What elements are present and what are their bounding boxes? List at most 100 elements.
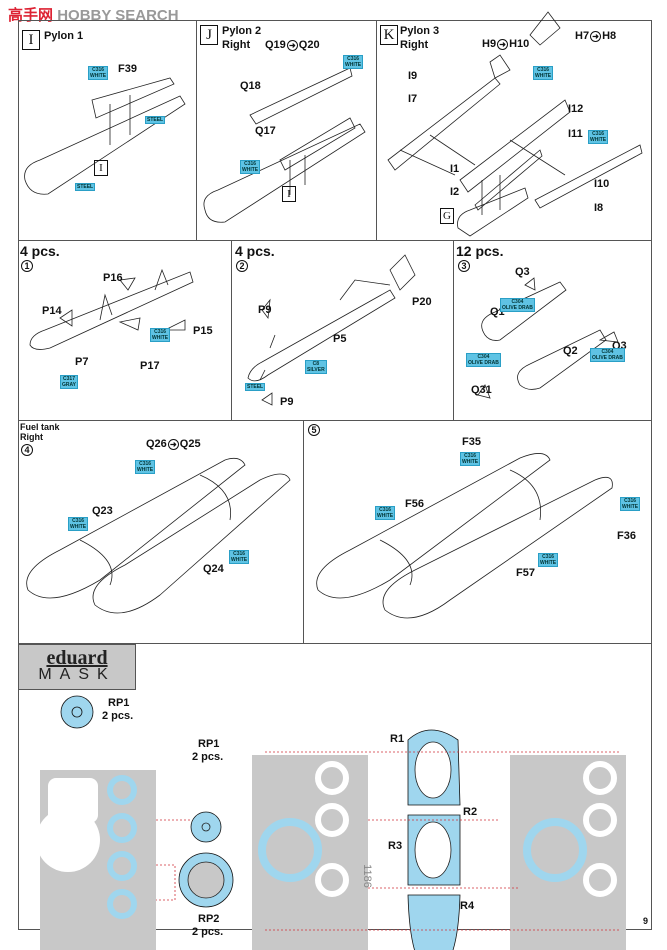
divider <box>303 420 304 643</box>
sub-assembly-letter: G <box>440 208 454 224</box>
mask-r4-label: R4 <box>460 900 475 912</box>
paint-callout-white: C316 WHITE <box>135 460 156 474</box>
paint-callout-white: C316 WHITE <box>150 328 171 342</box>
step2-number: 2 <box>236 260 248 272</box>
part-p17: P17 <box>140 360 160 372</box>
paint-callout-olive: C304 OLIVE DRAB <box>466 353 501 367</box>
part-f39: F39 <box>118 63 137 75</box>
part-p9: P9 <box>280 396 294 408</box>
mask-rp1-qty: 2 pcs. <box>192 751 224 763</box>
sub-assembly-letter: I <box>94 160 108 176</box>
paint-callout-white: C316 WHITE <box>229 550 250 564</box>
paint-callout-olive: C304 OLIVE DRAB <box>590 348 625 362</box>
fuel-tank-5-drawing <box>316 453 613 619</box>
paint-callout-white: C316 WHITE <box>68 517 89 531</box>
part-i8: I8 <box>594 202 604 214</box>
fuel-tank-right-drawing <box>26 457 291 614</box>
mask-rp1-label: RP1 <box>198 738 220 750</box>
part-q23: Q23 <box>92 505 113 517</box>
wheel-masks <box>60 695 234 908</box>
pylon3-drawing <box>387 11 643 237</box>
sub-assembly-letter: I <box>282 186 296 202</box>
missile-p7-drawing <box>29 268 194 350</box>
step2-count: 4 pcs. <box>235 243 275 259</box>
part-h9-h10: H9➜H10 <box>482 38 530 50</box>
part-q19-q20: Q19➜Q20 <box>265 39 320 51</box>
part-p16: P16 <box>103 272 123 284</box>
divider <box>376 20 377 240</box>
paint-callout-steel: STEEL <box>245 383 266 391</box>
part-p14: P14 <box>42 305 62 317</box>
pylon3-title: Pylon 3 <box>400 25 440 37</box>
canopy-mask <box>407 729 461 950</box>
part-i11: I11 <box>568 128 583 140</box>
mask-r3-label: R3 <box>388 840 403 852</box>
part-f56: F56 <box>405 498 424 510</box>
watermark: 高手网 HOBBY SEARCH <box>8 7 179 24</box>
step3-count: 12 pcs. <box>456 243 504 259</box>
pylon3-side: Right <box>400 39 429 51</box>
mirror-arrow-icon: ➜ <box>167 438 179 450</box>
pylon1-drawing <box>24 77 186 195</box>
paint-callout-silver: C8 SILVER <box>305 360 327 374</box>
divider <box>18 240 652 241</box>
mask-rp1-label: RP1 <box>108 697 130 709</box>
part-i9: I9 <box>408 70 418 82</box>
part-p5: P5 <box>333 333 347 345</box>
page-number: 9 <box>643 916 649 926</box>
mirror-arrow-icon: ➜ <box>497 38 509 50</box>
pylon2-side: Right <box>222 39 251 51</box>
part-i1: I1 <box>450 163 460 175</box>
part-p20: P20 <box>412 296 432 308</box>
part-q26-q25: Q26➜Q25 <box>146 438 201 450</box>
mirror-arrow-icon: ➜ <box>286 39 298 51</box>
paint-callout-white: C316 WHITE <box>588 130 609 144</box>
step4-number: 4 <box>21 444 33 456</box>
part-h7-h8: H7➜H8 <box>575 30 617 42</box>
part-p9: P9 <box>258 304 272 316</box>
step5-number: 5 <box>308 424 320 436</box>
part-f57: F57 <box>516 567 535 579</box>
part-q17: Q17 <box>255 125 276 137</box>
step4-title: Fuel tank <box>20 422 60 432</box>
paint-callout-white: C316 WHITE <box>533 66 554 80</box>
missile-p5-drawing <box>247 254 416 406</box>
part-i12: I12 <box>568 103 584 115</box>
paint-callout-white: C316 WHITE <box>538 553 559 567</box>
mirror-arrow-icon: ➜ <box>590 30 602 42</box>
paint-callout-olive: C304 OLIVE DRAB <box>500 298 535 312</box>
paint-callout-white: C316 WHITE <box>343 55 364 69</box>
paint-callout-white: C316 WHITE <box>88 66 109 80</box>
bomb-q1-q2-drawing <box>477 277 619 399</box>
part-q24: Q24 <box>203 563 224 575</box>
pylon1-step-letter: I <box>22 30 40 50</box>
part-q31: Q31 <box>471 384 492 396</box>
pylon1-title: Pylon 1 <box>44 30 84 42</box>
mask-sheet-middle <box>252 755 368 950</box>
part-p15: P15 <box>193 325 213 337</box>
part-f36: F36 <box>617 530 636 542</box>
pylon3-step-letter: K <box>380 25 398 45</box>
part-q3: Q3 <box>515 266 530 278</box>
part-q18: Q18 <box>240 80 261 92</box>
mask-rp1-qty: 2 pcs. <box>102 710 134 722</box>
divider <box>453 240 454 420</box>
step1-number: 1 <box>21 260 33 272</box>
mask-r2-label: R2 <box>463 806 478 818</box>
pylon2-step-letter: J <box>200 25 218 45</box>
paint-callout-gray: C317 GRAY <box>60 375 78 389</box>
divider <box>196 20 197 240</box>
mask-rp2-label: RP2 <box>198 913 220 925</box>
mask-rp2-qty: 2 pcs. <box>192 926 224 938</box>
part-q2: Q2 <box>563 345 578 357</box>
mask-sheet-code: 1186 <box>360 864 373 888</box>
paint-callout-white: C316 WHITE <box>460 452 481 466</box>
pylon2-title: Pylon 2 <box>222 25 262 37</box>
paint-callout-steel: STEEL <box>145 116 166 124</box>
divider <box>18 420 652 421</box>
part-f35: F35 <box>462 436 481 448</box>
step4-side: Right <box>20 432 43 442</box>
paint-callout-white: C316 WHITE <box>375 506 396 520</box>
